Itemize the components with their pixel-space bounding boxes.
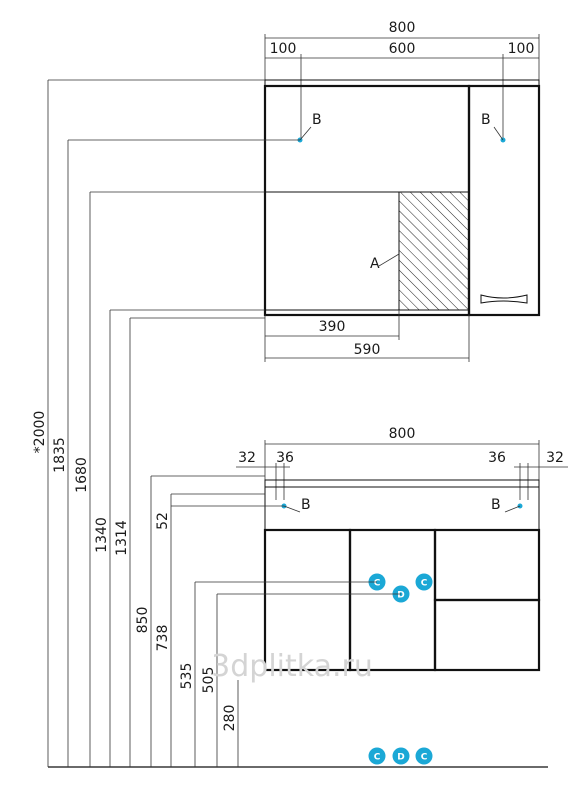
- badge-c-right-top: C: [415, 573, 433, 591]
- dim-right-inner: 36: [488, 450, 506, 466]
- dim-height-1340: 1340: [94, 517, 110, 553]
- drawer-bottom-right: [433, 598, 541, 672]
- dim-height-535: 535: [179, 663, 195, 690]
- label-b-vanity-right: B: [491, 497, 501, 513]
- dim-shelf-outer: 590: [354, 342, 381, 358]
- cabinet-right-door: [467, 84, 541, 317]
- badge-c-left-floor: C: [368, 747, 386, 765]
- dim-height-850: 850: [135, 607, 151, 634]
- label-b-cabinet-right: B: [481, 112, 491, 128]
- label-b-cabinet-left: B: [312, 112, 322, 128]
- dim-height-280: 280: [222, 705, 238, 732]
- watermark-text: 3dplitka.ru: [211, 649, 373, 684]
- dim-right-outer: 32: [546, 450, 564, 466]
- dim-height-505: 505: [201, 667, 217, 694]
- badge-c-right-floor: C: [415, 747, 433, 765]
- svg-text:C: C: [374, 579, 381, 589]
- label-b-leader: [493, 126, 504, 141]
- label-b-leader: [283, 505, 301, 513]
- dim-height-2000: *2000: [32, 411, 48, 454]
- dim-cabinet-left-offset: 100: [270, 41, 297, 57]
- label-b-vanity-left: B: [301, 497, 311, 513]
- drawer-top-right: [433, 528, 541, 602]
- label-b-leader: [504, 505, 521, 513]
- label-b-leader: [299, 126, 312, 141]
- svg-text:C: C: [421, 579, 428, 589]
- open-shelf-hatched: [398, 191, 470, 311]
- label-a: A: [370, 256, 380, 272]
- countertop-edge: [264, 479, 540, 488]
- dim-height-1314: 1314: [114, 520, 130, 556]
- svg-text:C: C: [421, 753, 428, 763]
- dim-cabinet-width: 800: [389, 20, 416, 36]
- dim-left-outer: 32: [238, 450, 256, 466]
- dim-left-inner: 36: [276, 450, 294, 466]
- height-dimensions: *2000 1835 1680 1340 1314 850 738 52 535: [32, 79, 548, 768]
- dim-height-1835: 1835: [52, 437, 68, 473]
- dim-vanity-width: 800: [389, 426, 416, 442]
- dim-shelf-inner: 390: [319, 319, 346, 335]
- badge-d-floor: D: [392, 747, 410, 765]
- door-handle-icon: [480, 294, 528, 304]
- svg-text:D: D: [397, 591, 404, 601]
- mirror-cabinet: 800 100 600 100 A B B 390 590: [263, 20, 541, 362]
- vanity-unit: 800 32 36 36 32 B B C D: [236, 426, 568, 765]
- label-a-leader: [378, 253, 400, 267]
- svg-text:C: C: [374, 753, 381, 763]
- dim-height-1680: 1680: [74, 457, 90, 493]
- dim-cabinet-right-offset: 100: [508, 41, 535, 57]
- svg-text:D: D: [397, 753, 404, 763]
- dim-height-52: 52: [155, 512, 171, 530]
- dim-height-738: 738: [155, 625, 171, 652]
- dim-cabinet-middle: 600: [389, 41, 416, 57]
